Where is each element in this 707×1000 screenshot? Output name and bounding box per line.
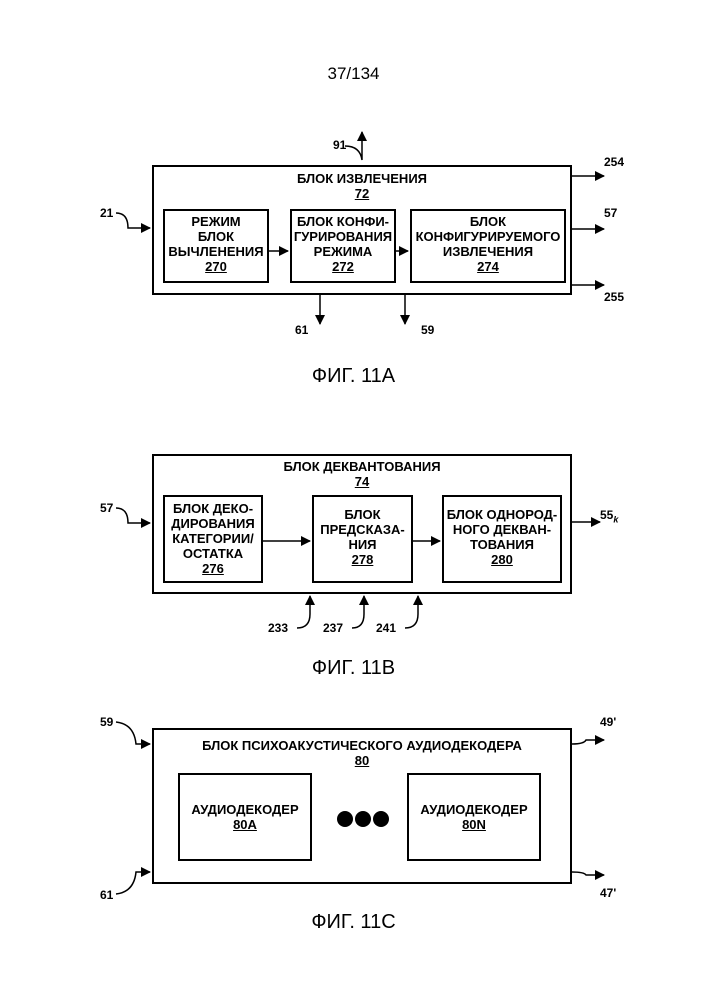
wire-47 xyxy=(572,872,604,875)
wire-61c xyxy=(116,872,150,894)
wire-237 xyxy=(352,596,364,628)
wire-241 xyxy=(405,596,418,628)
wire-91 xyxy=(345,132,362,160)
wire-59c xyxy=(116,722,150,744)
wire-57b xyxy=(116,508,150,523)
wire-233 xyxy=(297,596,310,628)
wire-21 xyxy=(116,213,150,228)
wire-49 xyxy=(572,740,604,744)
